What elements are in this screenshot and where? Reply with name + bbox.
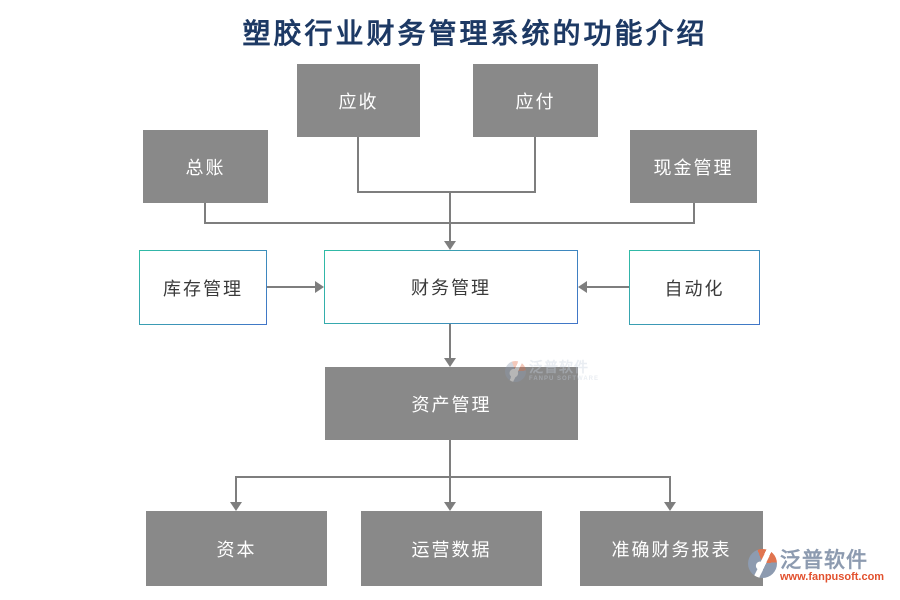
arrowhead-into-capital xyxy=(230,502,242,511)
node-accurate-reports: 准确财务报表 xyxy=(580,511,763,586)
node-general-ledger: 总账 xyxy=(143,130,268,203)
arrowhead-inventory-finance xyxy=(315,281,324,293)
connector-center-drop xyxy=(449,191,451,242)
node-capital: 资本 xyxy=(146,511,327,586)
connector-asset-down xyxy=(449,440,451,478)
node-general-ledger-label: 总账 xyxy=(185,157,226,178)
watermark-brand: 泛普软件 xyxy=(529,361,589,376)
fanpu-url-text: www.fanpusoft.com xyxy=(780,571,885,583)
node-capital-label: 资本 xyxy=(216,539,257,560)
page-title: 塑胶行业财务管理系统的功能介绍 xyxy=(242,19,708,50)
node-payable: 应付 xyxy=(473,64,598,137)
node-asset-label: 资产管理 xyxy=(411,394,492,415)
connector-payable-down xyxy=(534,137,536,193)
arrowhead-automation-finance xyxy=(578,281,587,293)
node-accurate-reports-label: 准确财务报表 xyxy=(611,539,732,560)
connector-ledger-down xyxy=(204,203,206,224)
fanpu-logo-icon xyxy=(505,361,526,382)
arrowhead-into-operating-data xyxy=(444,502,456,511)
node-inventory: 库存管理 xyxy=(139,250,267,325)
arrowhead-into-reports xyxy=(664,502,676,511)
node-operating-data: 运营数据 xyxy=(361,511,542,586)
fanpu-logo: 泛普软件 www.fanpusoft.com xyxy=(748,549,884,583)
node-receivable: 应收 xyxy=(297,64,420,137)
connector-top-merge xyxy=(357,191,536,193)
connector-bottom-branch xyxy=(235,476,671,478)
node-finance-label: 财务管理 xyxy=(411,278,491,298)
node-inventory-label: 库存管理 xyxy=(163,278,243,299)
arrowhead-into-finance xyxy=(444,241,456,250)
node-finance: 财务管理 xyxy=(324,250,578,324)
connector-branch-left xyxy=(235,476,237,503)
fanpu-logo-icon xyxy=(748,549,777,578)
node-cash-management-label: 现金管理 xyxy=(653,157,734,178)
node-automation-label: 自动化 xyxy=(664,278,725,299)
connector-branch-right xyxy=(669,476,671,503)
node-operating-data-label: 运营数据 xyxy=(411,539,492,560)
watermark-fanpu: 泛普软件 FANPU SOFTWARE xyxy=(505,361,599,383)
connector-automation-finance xyxy=(587,286,629,288)
node-asset: 资产管理 xyxy=(325,367,578,440)
node-receivable-label: 应收 xyxy=(338,91,379,112)
watermark-subtitle: FANPU SOFTWARE xyxy=(529,376,600,382)
connector-inventory-finance xyxy=(267,286,316,288)
node-cash-management: 现金管理 xyxy=(630,130,757,203)
node-automation: 自动化 xyxy=(629,250,760,325)
connector-cash-down xyxy=(693,203,695,224)
node-payable-label: 应付 xyxy=(515,91,556,112)
arrowhead-into-asset xyxy=(444,358,456,367)
fanpu-brand-text: 泛普软件 xyxy=(780,548,868,572)
connector-receivable-down xyxy=(357,137,359,193)
connector-finance-asset xyxy=(449,324,451,359)
connector-branch-center xyxy=(449,476,451,503)
